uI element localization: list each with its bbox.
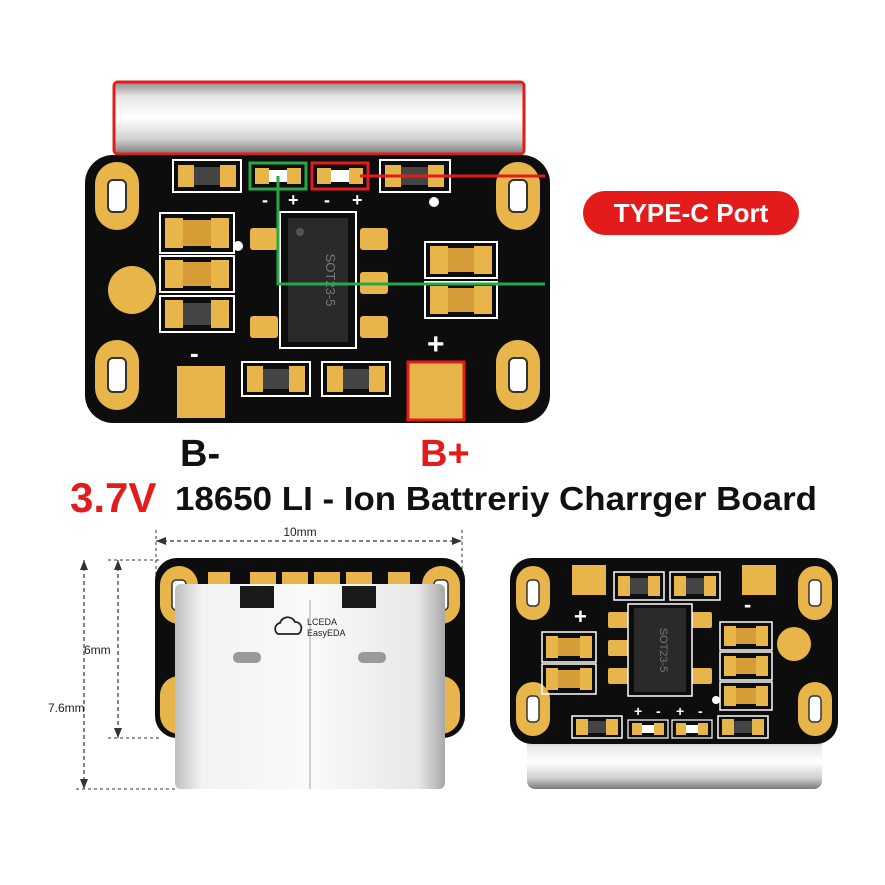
ic-chip-rotated	[634, 608, 686, 692]
smd-capacitor	[424, 241, 498, 279]
led-rotated	[671, 719, 713, 739]
led-minus-mark: -	[324, 190, 330, 210]
brand-line1: LCEDA	[307, 617, 337, 627]
round-pad	[108, 266, 156, 314]
smd-resistor	[669, 571, 721, 601]
rotated-led-plus: +	[676, 703, 684, 719]
type-c-label: TYPE-C Port	[614, 198, 769, 228]
ic-pads	[250, 228, 388, 338]
usb-c-connector	[114, 82, 524, 154]
smd-capacitor	[424, 281, 498, 319]
smd-resistor	[159, 295, 235, 333]
smd-capacitor	[159, 255, 235, 293]
rotated-led-plus: +	[634, 703, 642, 719]
smd-resistor	[571, 715, 623, 739]
pcb-minus-mark: -	[190, 338, 199, 368]
brand-line2: EasyEDA	[307, 628, 346, 638]
height-inner-label: 6mm	[84, 643, 111, 657]
product-title: 18650 LI - Ion Battreriy Charrger Board	[175, 480, 817, 517]
rotated-minus-mark: -	[744, 592, 751, 617]
rotated-plus-mark: +	[574, 604, 587, 629]
smd-capacitor	[541, 663, 597, 695]
battery-minus-pad-rotated	[742, 565, 776, 595]
ic-marking: SOT23-5	[323, 254, 338, 307]
rotated-led-minus: -	[656, 703, 661, 719]
ic-outline	[279, 211, 357, 349]
usb-c-highlight-box	[112, 80, 526, 156]
smd-resistor	[717, 715, 769, 739]
cloud-icon	[274, 616, 303, 635]
b-plus-label: B+	[420, 433, 470, 475]
smd-capacitor	[719, 651, 773, 681]
mounting-slot	[95, 340, 139, 410]
smd-capacitor	[719, 681, 773, 711]
ic-chip	[288, 218, 348, 342]
top-board: - + - +	[85, 80, 799, 475]
front-view: 10mm LCEDA EasyEDA	[48, 525, 465, 790]
mounting-slot	[496, 340, 540, 410]
rotated-led-minus: -	[698, 703, 703, 719]
led-rotated	[627, 719, 669, 739]
battery-plus-pad	[406, 360, 466, 422]
b-minus-label: B-	[180, 433, 220, 475]
usb-c-connector-rotated	[527, 735, 822, 789]
smd-resistor	[321, 361, 391, 397]
mounting-slot	[95, 162, 139, 230]
smd-resistor	[241, 361, 311, 397]
smd-resistor	[613, 571, 665, 601]
type-c-callout	[583, 191, 799, 235]
via-dot	[233, 241, 243, 251]
ic-pin1-dot	[296, 228, 304, 236]
green-pointer-line	[276, 176, 545, 286]
mounting-slot	[496, 162, 540, 230]
rotated-board-view: + -	[510, 558, 838, 789]
connector-pins	[208, 572, 410, 586]
smd-capacitor	[541, 631, 597, 663]
smd-capacitor	[719, 621, 773, 651]
led-plus-mark: +	[352, 190, 363, 210]
ic-marking-rotated: SOT23-5	[657, 628, 669, 673]
battery-minus-pad	[177, 366, 225, 418]
battery-plus-pad-rotated	[572, 565, 606, 595]
voltage-label: 3.7V	[70, 474, 156, 521]
smd-resistor	[172, 159, 242, 193]
led-plus-mark: +	[288, 190, 299, 210]
width-dimension-label: 10mm	[283, 525, 316, 539]
connector-latch	[233, 652, 261, 663]
led-minus-mark: -	[262, 190, 268, 210]
connector-latch	[358, 652, 386, 663]
pcb-plus-mark: +	[427, 328, 445, 361]
height-outer-label: 7.6mm	[48, 701, 85, 715]
smd-capacitor	[159, 212, 235, 254]
via-dot	[429, 197, 439, 207]
